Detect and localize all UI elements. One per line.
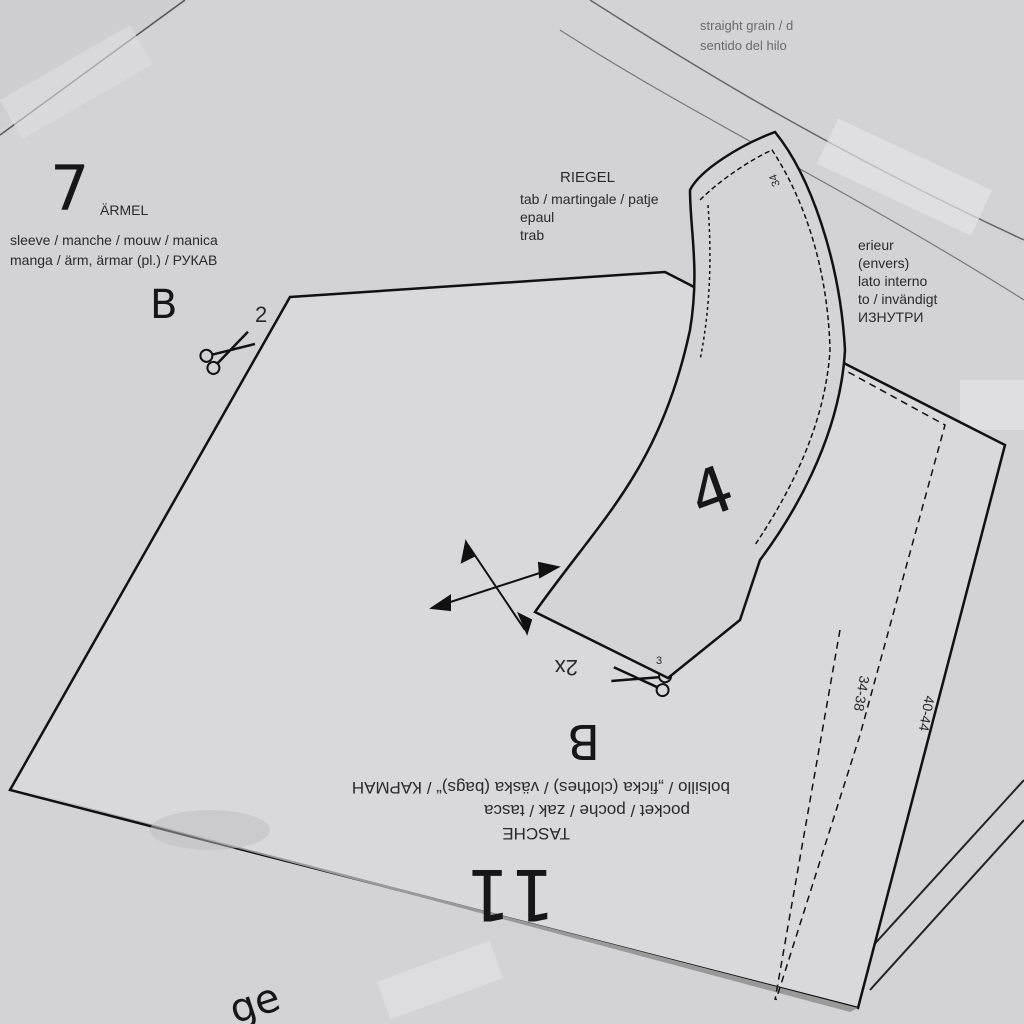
sleeve-title: ÄRMEL xyxy=(100,202,148,218)
sleeve-translations-2: manga / ärm, ärmar (pl.) / РУКАВ xyxy=(10,252,217,268)
pocket-size-letter: B xyxy=(567,713,600,769)
inside-label-3: lato interno xyxy=(858,273,927,289)
tab-corner-mark: 3 xyxy=(656,655,662,667)
sheet-edge-line xyxy=(869,819,1024,991)
scissors-icon xyxy=(199,330,256,375)
pocket-title: TASCHE xyxy=(502,824,570,843)
tab-title: RIEGEL xyxy=(560,169,615,186)
seam-line-tab xyxy=(699,149,831,546)
tape-strip xyxy=(960,380,1024,430)
inside-label-4: to / invändigt xyxy=(858,291,937,307)
sleeve-piece-number: 7 xyxy=(50,152,89,225)
sleeve-cut-count: 2 xyxy=(255,302,267,327)
tape-strip xyxy=(816,118,993,236)
seam-line-inner xyxy=(679,279,946,1001)
grain-label-1: straight grain / d xyxy=(700,18,793,33)
sleeve-translations-1: sleeve / manche / mouw / manica xyxy=(10,232,218,248)
tab-pattern-piece xyxy=(533,130,847,680)
tape-strip xyxy=(0,25,153,140)
sleeve-size-letter: B xyxy=(150,282,177,328)
pocket-piece-number: 11 xyxy=(466,853,555,935)
tab-corner-number: 34 xyxy=(767,172,782,188)
tab-translations-1: tab / martingale / patje xyxy=(520,191,659,207)
pocket-translations-1: pocket / poche / zak / tasca xyxy=(483,801,690,820)
pocket-translations-2: bolsillo / „ficka (clothes) / väska (bag… xyxy=(352,778,730,797)
inside-label-1: erieur xyxy=(858,237,894,253)
pocket-cut-count: 2x xyxy=(555,655,578,680)
tab-translations-2: epaul xyxy=(520,209,554,225)
grain-label-2: sentido del hilo xyxy=(700,38,787,53)
size-range-inner: 34-38 xyxy=(851,674,873,712)
seam-line-tab xyxy=(699,204,711,361)
inside-label-5: ИЗНУТРИ xyxy=(858,309,923,325)
seam-line-size xyxy=(774,629,841,1001)
tape-strip xyxy=(376,940,504,1020)
paper-fold-shadow xyxy=(150,810,270,850)
grainline-arrows-icon xyxy=(429,539,561,636)
sheet-edge-line xyxy=(859,779,1024,961)
size-range-outer: 40-44 xyxy=(916,694,938,732)
tab-translations-3: trab xyxy=(520,227,544,243)
inside-label-2: (envers) xyxy=(858,255,909,271)
